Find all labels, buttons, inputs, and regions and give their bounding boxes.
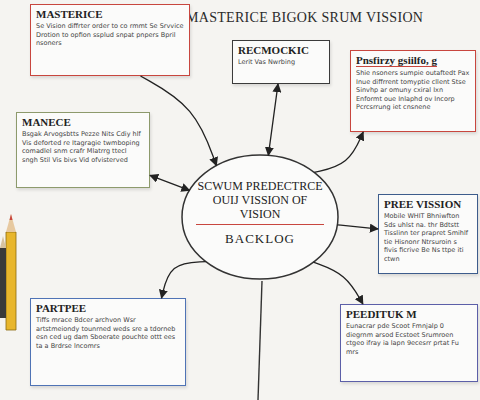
node-heading: MASTERICE <box>36 8 184 20</box>
connector-arrow <box>268 84 278 155</box>
center-ellipse: SCWUM PREDECTRCE OUIJ VISSION OF VISION B… <box>180 153 340 281</box>
connector-arrow <box>313 262 362 304</box>
node-heading: Pnsfirzy gsiilfo, g <box>356 54 470 67</box>
note-box: PEEDITUK M Eunacrar pde Scoot Fmnjalp 0 d… <box>340 304 478 382</box>
node-heading: MANECE <box>22 116 144 128</box>
note-box: Pnsfirzy gsiilfo, g Shie nsoners sumpie o… <box>350 50 476 132</box>
connector-arrow <box>150 175 190 190</box>
node-heading: SCWUM PREDECTRCE OUIJ VISSION OF VISION <box>196 179 324 225</box>
node-body: Shie nsoners sumpie outaftedt Pax Inue d… <box>356 69 470 112</box>
node-body: Lerit Vas Nwrbing <box>238 58 324 67</box>
node-body: Mobile WHIT Bhniwfton Sds uhlst na. thr … <box>384 212 472 263</box>
connector-arrow <box>141 76 217 166</box>
note-box: MASTERICE Se Vision diffrter order to co … <box>30 4 190 76</box>
node-body: Tiffs mrace Bdcer archvon Wsr artstmeion… <box>36 316 180 350</box>
note-box: MANECE Bsgak Arvogsbtts Pezze Nits Cdiy h… <box>16 112 150 188</box>
node-heading: PEEDITUK M <box>346 308 472 320</box>
node-heading: PARTPEE <box>36 302 180 314</box>
note-box: PREE VISSION Mobile WHIT Bhniwfton Sds uh… <box>378 194 478 274</box>
node-heading: PREE VISSION <box>384 198 472 210</box>
note-box: RECMOCKIC Lerit Vas Nwrbing <box>232 40 330 84</box>
node-body: Eunacrar pde Scoot Fmnjalp 0 diegrnm ars… <box>346 322 472 356</box>
note-box: PARTPEE Tiffs mrace Bdcer archvon Wsr art… <box>30 298 186 386</box>
node-body: BACKLOG <box>196 231 324 247</box>
pencil <box>0 236 6 318</box>
node-heading: RECMOCKIC <box>238 44 324 56</box>
connector-arrow <box>162 262 206 298</box>
stem-line <box>258 281 262 400</box>
diagram-title: MASTERICE BIGOK SRUM VISSION <box>186 10 423 26</box>
pencil <box>6 214 16 330</box>
connector-arrow <box>314 132 363 172</box>
node-body: Se Vision diffrter order to co rmmt Se S… <box>36 22 184 48</box>
node-body: Bsgak Arvogsbtts Pezze Nits Cdiy hlf Vis… <box>22 130 144 164</box>
connector-arrow <box>337 225 378 229</box>
